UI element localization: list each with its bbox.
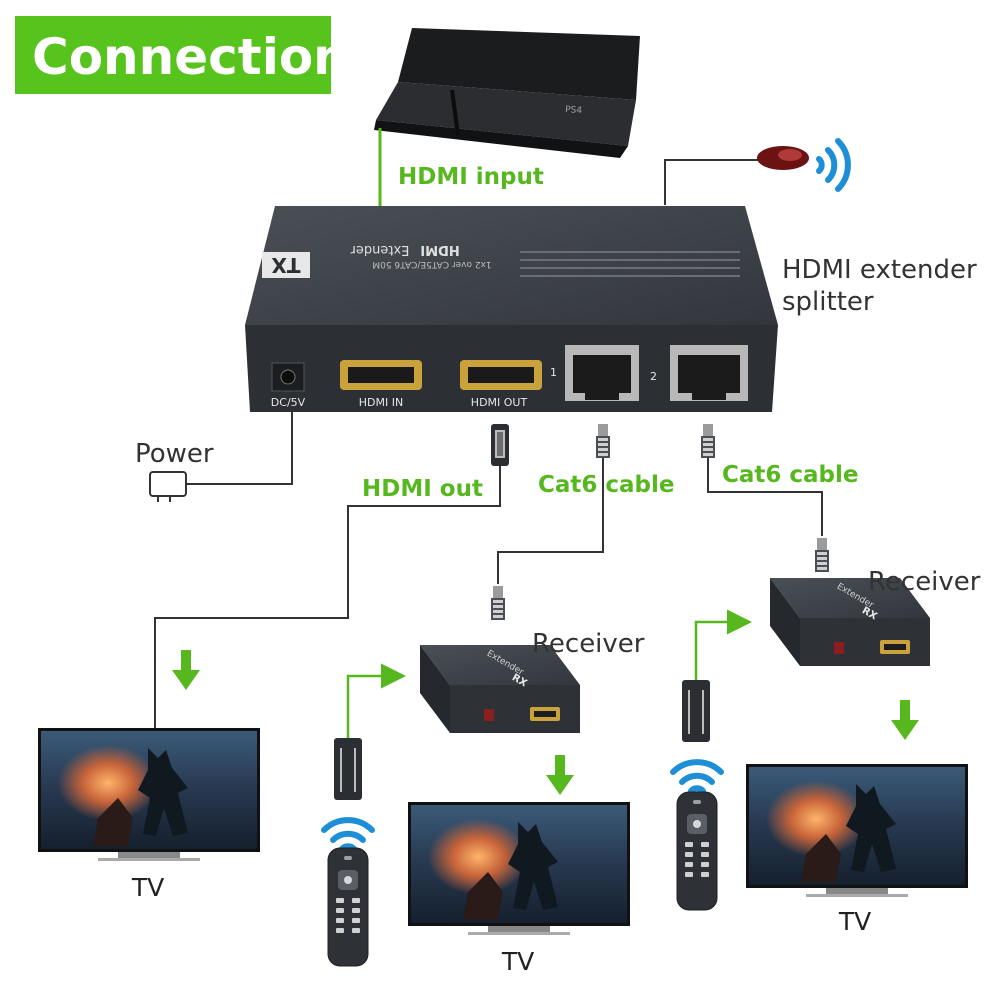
receiver-box-left: Extender RX	[420, 645, 580, 733]
tv-icon	[408, 802, 630, 935]
transmitter-box: TX HDMI Extender 1x2 over CAT5E/CAT6 50M…	[245, 206, 778, 412]
receiver-box-right: Extender RX	[770, 578, 930, 666]
tx-spec-text: 1x2 over CAT5E/CAT6 50M	[372, 259, 491, 269]
tv-label-right: TV	[838, 907, 871, 936]
hdmi-out-port-label: HDMI OUT	[471, 396, 528, 409]
hdmi-plug-icon	[491, 424, 509, 466]
tv-icon	[746, 764, 968, 897]
banner-background	[15, 16, 331, 94]
hdmi-in-port-label: HDMI IN	[359, 396, 403, 409]
hdmi-out-cable	[154, 466, 501, 730]
rj45-plug-icon	[596, 424, 610, 458]
rj45-port-1[interactable]	[565, 345, 639, 401]
receiver-label-right: Receiver	[868, 567, 981, 597]
rj45-plug-icon	[491, 586, 505, 620]
dc-power-port-label: DC/5V	[271, 396, 306, 409]
ir-sensor-icon	[757, 146, 809, 170]
ir-return-line-left	[346, 663, 406, 738]
tx-name-text: Extender	[350, 242, 409, 257]
tx-decor-lines	[520, 251, 740, 277]
cat6-cable-left	[497, 458, 604, 584]
cat6-cable-right	[707, 458, 823, 536]
tx-badge-background	[262, 252, 310, 278]
tx-badge: TX	[271, 253, 301, 277]
rj45-port-2[interactable]	[670, 345, 748, 401]
cat6-label-right: Cat6 cable	[722, 462, 859, 488]
receiver-label-left: Receiver	[532, 629, 645, 659]
tv-label-left: TV	[131, 873, 164, 902]
hdmi-in-port[interactable]	[340, 360, 422, 390]
dc-power-port[interactable]	[271, 362, 305, 392]
ir-return-line-right	[694, 609, 752, 680]
wifi-signal-icon	[324, 820, 372, 849]
rj45-port-2-number: 2	[650, 370, 657, 383]
down-arrow-icon	[891, 700, 919, 740]
ir-receiver-plug-right	[682, 680, 710, 742]
ps4-console-icon: PS4	[374, 28, 640, 158]
rj45-plug-icon	[815, 538, 829, 572]
tv-icon	[38, 728, 260, 861]
power-cable	[200, 412, 293, 485]
extender-label-line2: splitter	[782, 287, 874, 317]
remote-control-icon[interactable]	[327, 847, 369, 967]
wifi-signal-icon	[819, 141, 848, 189]
power-adapter-icon	[149, 471, 200, 502]
cat6-label-left: Cat6 cable	[538, 472, 675, 498]
connection-banner: Connection	[15, 16, 349, 94]
tx-brand-text: HDMI	[420, 242, 459, 257]
tv-label-middle: TV	[501, 947, 534, 976]
hdmi-out-label: HDMI out	[362, 476, 483, 502]
banner-title: Connection	[32, 28, 349, 86]
rj45-port-1-number: 1	[550, 366, 557, 379]
power-label: Power	[135, 439, 214, 469]
rj45-plug-icon	[701, 424, 715, 458]
extender-label-line1: HDMI extender	[782, 255, 977, 285]
ir-sensor-cable	[664, 159, 758, 205]
ps4-model-text: PS4	[565, 105, 583, 116]
down-arrow-icon	[172, 650, 200, 690]
down-arrow-icon	[546, 755, 574, 795]
remote-control-icon[interactable]	[676, 791, 718, 911]
ir-receiver-plug-left	[334, 738, 362, 800]
hdmi-out-port[interactable]	[460, 360, 542, 390]
wifi-signal-icon	[673, 762, 721, 791]
hdmi-input-label: HDMI input	[398, 164, 544, 190]
